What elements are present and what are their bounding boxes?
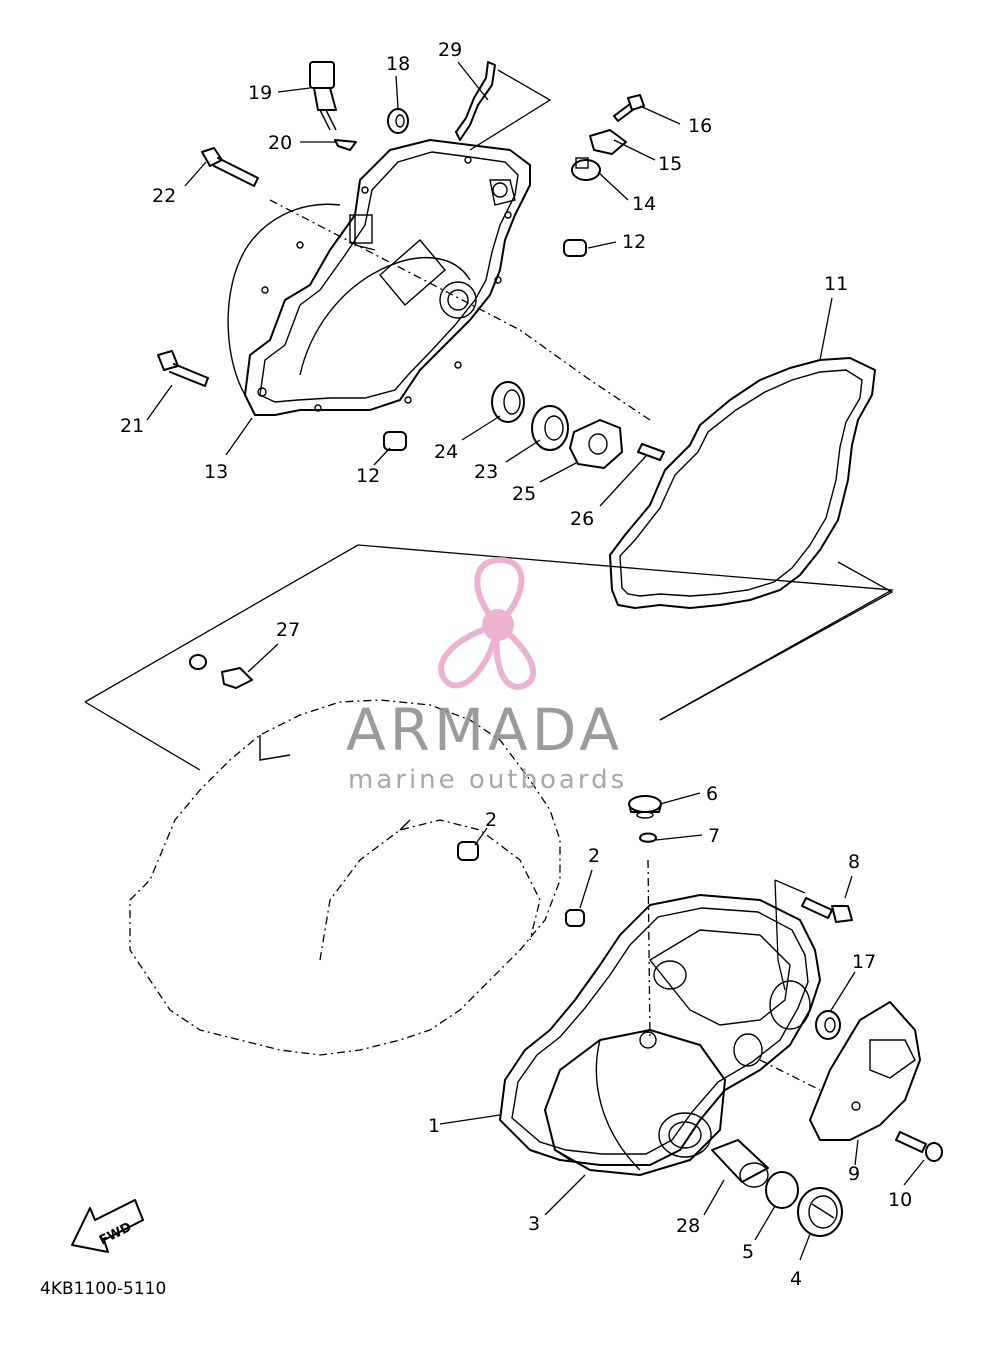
part-23-bearing [531,405,569,451]
part-16-screw [613,94,645,122]
fwd-arrow-icon: FWD [71,1199,144,1253]
part-9-guard [809,1001,921,1141]
part-26-screw [637,443,665,461]
callout-13: 13 [204,461,228,483]
callout-12-lower: 12 [356,465,380,487]
part-17-washer [815,1010,841,1040]
callout-7: 7 [708,825,720,847]
callout-6: 6 [706,783,718,805]
part-29-bracket [455,61,496,141]
callout-24: 24 [434,441,458,463]
part-18-washer [387,108,409,134]
callout-17: 17 [852,951,876,973]
part-24-oil-seal [491,381,525,423]
callout-1: 1 [428,1115,440,1137]
callout-9: 9 [848,1163,860,1185]
callout-23: 23 [474,461,498,483]
callout-10: 10 [888,1189,912,1211]
part-20-clip [334,139,357,151]
part-27-fitting [189,654,253,689]
part-8-bolt [801,897,853,923]
callout-2-b: 2 [588,845,600,867]
part-14-plug [571,157,601,181]
part-22-bolt [201,147,259,187]
crankcase-cover-upper [227,139,531,416]
callout-5: 5 [742,1241,754,1263]
callout-2-a: 2 [485,809,497,831]
fwd-label: FWD [97,1220,134,1249]
part-2-dowel-a [457,841,479,861]
crankcase-outline [129,699,561,1056]
part-25-plate [569,419,623,469]
callout-labels: 19 20 18 29 22 21 13 12 16 15 14 12 11 2… [120,39,912,1290]
callout-22: 22 [152,185,176,207]
callout-26: 26 [570,508,594,530]
callout-3: 3 [528,1213,540,1235]
part-19-sensor [309,61,337,131]
part-5-oring [765,1171,799,1209]
part-11-gasket [609,357,876,609]
callout-27: 27 [276,619,300,641]
part-21-bolt [157,350,209,387]
callout-20: 20 [268,132,292,154]
callout-19: 19 [248,82,272,104]
leader-lines [146,61,925,1261]
part-10-bolt [895,1131,943,1162]
part-12-dowel-lower [383,431,407,451]
callout-18: 18 [386,53,410,75]
part-12-dowel-upper [563,239,587,257]
part-6-cap [628,795,662,819]
propeller-logo-icon [438,556,537,690]
callout-29: 29 [438,39,462,61]
part-3-clutch-cover [544,1029,726,1176]
armada-watermark: ARMADA marine outboards [346,556,627,795]
part-2-dowel-b [565,909,585,927]
part-7-oring [639,832,657,843]
callout-21: 21 [120,415,144,437]
callout-8: 8 [848,851,860,873]
part-1-right-cover [499,894,821,1166]
callout-11: 11 [824,273,848,295]
callout-15: 15 [658,153,682,175]
diagram-code: 4KB1100-5110 [40,1279,166,1299]
cover-upper-housing [639,929,811,1067]
callout-4: 4 [790,1268,802,1290]
part-4-plug [797,1187,843,1237]
watermark-subtitle: marine outboards [348,765,627,795]
watermark-title: ARMADA [346,696,623,764]
callout-14: 14 [632,193,656,215]
part-28-bush [711,1139,769,1188]
part-15-clamp [589,129,627,155]
callout-25: 25 [512,483,536,505]
callout-12-upper: 12 [622,231,646,253]
callout-28: 28 [676,1215,700,1237]
callout-16: 16 [688,115,712,137]
